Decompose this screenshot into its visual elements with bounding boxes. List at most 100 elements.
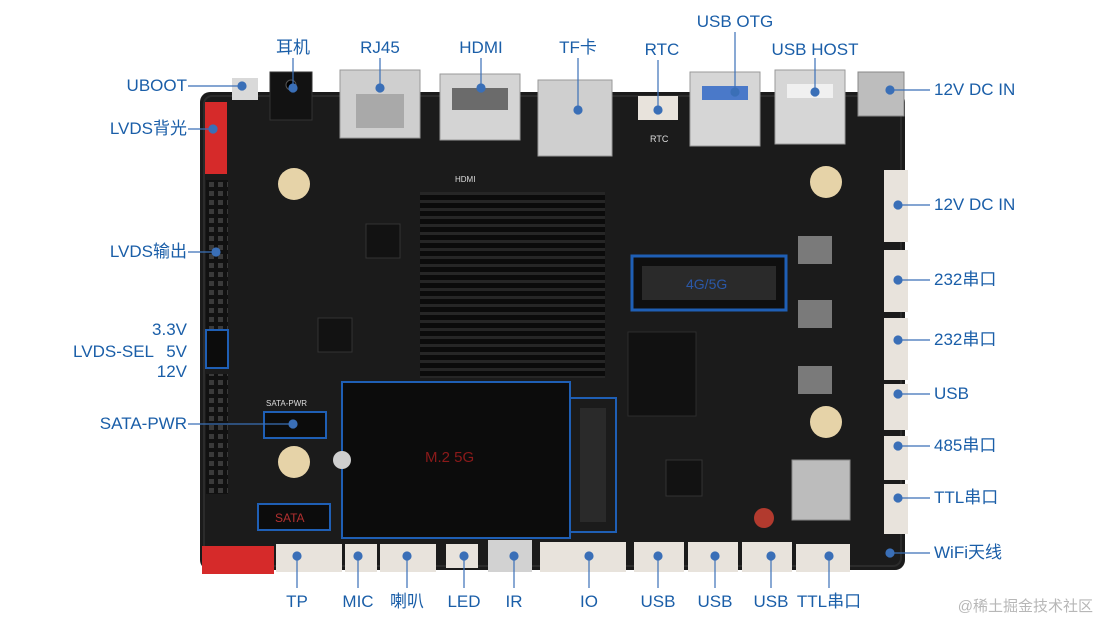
dot-uboot	[237, 81, 247, 91]
dot-earphone	[288, 83, 298, 93]
leader-lines	[188, 32, 930, 588]
label-rs232-1: 232串口	[934, 270, 997, 289]
tp-connector	[276, 544, 342, 572]
mount-hole-1	[278, 168, 310, 200]
dot-usb-right	[893, 389, 903, 399]
red-bottom-connector	[202, 546, 274, 574]
dot-ir	[509, 551, 519, 561]
m2-5g-slot	[341, 381, 571, 539]
ic-3	[665, 459, 703, 497]
left-lower-header	[206, 374, 228, 494]
io-connector	[540, 542, 626, 572]
label-lvds-output: LVDS输出	[109, 242, 187, 261]
ttl-connector	[796, 544, 850, 572]
bottom-connectors	[202, 540, 850, 574]
dot-rtc	[653, 105, 663, 115]
sata-silk: SATA	[275, 511, 305, 525]
label-dc-in-1: 12V DC IN	[934, 80, 1016, 99]
label-rtc: RTC	[644, 40, 680, 59]
label-led: LED	[447, 592, 481, 611]
ic-1	[365, 223, 401, 259]
inductor-1	[798, 236, 832, 264]
watermark: @稀土掘金技术社区	[957, 598, 1093, 615]
label-tp: TP	[286, 592, 308, 611]
right-connector-3	[884, 318, 908, 380]
dot-lvds-backlight	[208, 124, 218, 134]
dot-rs232-2	[893, 335, 903, 345]
m2-connector-box	[569, 397, 617, 533]
label-usb-bottom-2: USB	[697, 592, 733, 611]
dot-usb-host	[810, 87, 820, 97]
label-lvds-sel: LVDS-SEL	[73, 342, 154, 361]
label-rj45: RJ45	[360, 38, 400, 57]
usb-host-tongue	[787, 84, 833, 98]
dot-rs232-1	[893, 275, 903, 285]
red-button	[754, 508, 774, 528]
label-tf-card: TF卡	[559, 38, 597, 57]
usb-otg-tongue	[702, 86, 748, 100]
label-12v: 12V	[156, 362, 187, 381]
dot-rj45	[375, 83, 385, 93]
mount-hole-2	[810, 166, 842, 198]
earphone-jack	[269, 71, 313, 121]
dot-usb-otg	[730, 87, 740, 97]
dot-mic	[353, 551, 363, 561]
inductor-2	[798, 300, 832, 328]
dot-ttl-right	[893, 493, 903, 503]
label-dc-in-2: 12V DC IN	[934, 195, 1016, 214]
sata-pwr-connector	[263, 411, 327, 439]
mount-hole-3	[810, 406, 842, 438]
hdmi-opening	[452, 88, 508, 110]
right-connectors	[884, 170, 908, 534]
dot-usb-b1	[653, 551, 663, 561]
inductor-3	[798, 366, 832, 394]
label-3v3: 3.3V	[152, 320, 187, 339]
rtc-silk: RTC	[650, 134, 669, 144]
label-usb-right: USB	[934, 384, 969, 403]
label-uboot: UBOOT	[126, 76, 187, 95]
label-5v: 5V	[166, 342, 187, 361]
dot-hdmi	[476, 83, 486, 93]
rj45-opening	[356, 94, 404, 128]
mount-hole-4	[278, 446, 310, 478]
dot-usb-b3	[766, 551, 776, 561]
ic-2	[317, 317, 353, 353]
dot-ttl-bottom	[824, 551, 834, 561]
label-usb-bottom-3: USB	[753, 592, 789, 611]
label-rs485: 485串口	[934, 436, 997, 455]
label-earphone: 耳机	[276, 38, 310, 57]
label-sata-pwr: SATA-PWR	[99, 414, 187, 433]
dot-led	[459, 551, 469, 561]
tf-card-slot	[537, 79, 613, 157]
main-memory-chip	[627, 331, 697, 417]
dot-io	[584, 551, 594, 561]
dot-speaker	[402, 551, 412, 561]
usb-otg-port	[689, 71, 761, 147]
label-rs232-2: 232串口	[934, 330, 997, 349]
label-lvds-backlight: LVDS背光	[109, 119, 187, 138]
label-speaker: 喇叭	[390, 592, 424, 611]
wifi-module	[791, 459, 851, 521]
right-connector-6	[884, 484, 908, 534]
dot-tp	[292, 551, 302, 561]
lvds-backlight-connector	[205, 102, 227, 174]
label-wifi: WiFi天线	[934, 543, 1002, 562]
hdmi-silk: HDMI	[455, 175, 475, 184]
label-usb-host: USB HOST	[771, 40, 859, 59]
lvds-sel-jumper	[205, 329, 229, 369]
cpu-heatsink	[420, 192, 605, 378]
dc-in-jack	[857, 71, 905, 117]
label-hdmi: HDMI	[459, 38, 503, 57]
label-ttl-right: TTL串口	[934, 488, 999, 507]
dot-tf	[573, 105, 583, 115]
label-ttl-bottom: TTL串口	[796, 592, 862, 611]
dot-rs485	[893, 441, 903, 451]
label-mic: MIC	[342, 592, 374, 611]
label-usb-bottom-1: USB	[640, 592, 676, 611]
label-usb-otg: USB OTG	[696, 12, 774, 31]
dot-lvds-output	[211, 247, 221, 257]
label-io: IO	[580, 592, 598, 611]
sata-connector	[257, 503, 331, 531]
